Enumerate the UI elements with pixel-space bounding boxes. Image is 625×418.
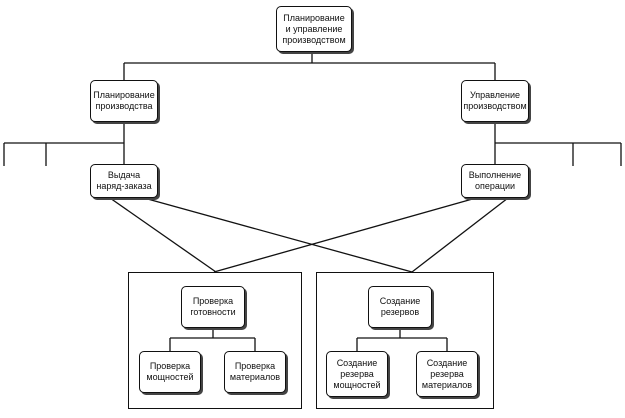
execution-node: Выполнение операции bbox=[461, 164, 529, 198]
create-reserves-node: Создание резервов bbox=[368, 286, 432, 328]
materials-reserve-node: Создание резерва материалов bbox=[416, 351, 478, 397]
capacity-reserve-node: Создание резерва мощностей bbox=[326, 351, 388, 397]
planning-node: Планирование производства bbox=[90, 80, 158, 122]
cross-line-4 bbox=[411, 197, 509, 273]
readiness-check-node: Проверка готовности bbox=[181, 286, 245, 328]
issue-order-node: Выдача наряд-заказа bbox=[90, 164, 158, 198]
cross-line-1 bbox=[109, 197, 217, 273]
cross-line-2 bbox=[143, 197, 413, 273]
materials-check-node: Проверка материалов bbox=[224, 351, 286, 393]
readiness-group bbox=[128, 272, 302, 409]
capacity-check-node: Проверка мощностей bbox=[139, 351, 201, 393]
management-node: Управление производством bbox=[461, 80, 529, 122]
reserves-group bbox=[316, 272, 494, 409]
cross-line-3 bbox=[213, 197, 477, 273]
root-node: Планирование и управление производством bbox=[276, 6, 352, 52]
